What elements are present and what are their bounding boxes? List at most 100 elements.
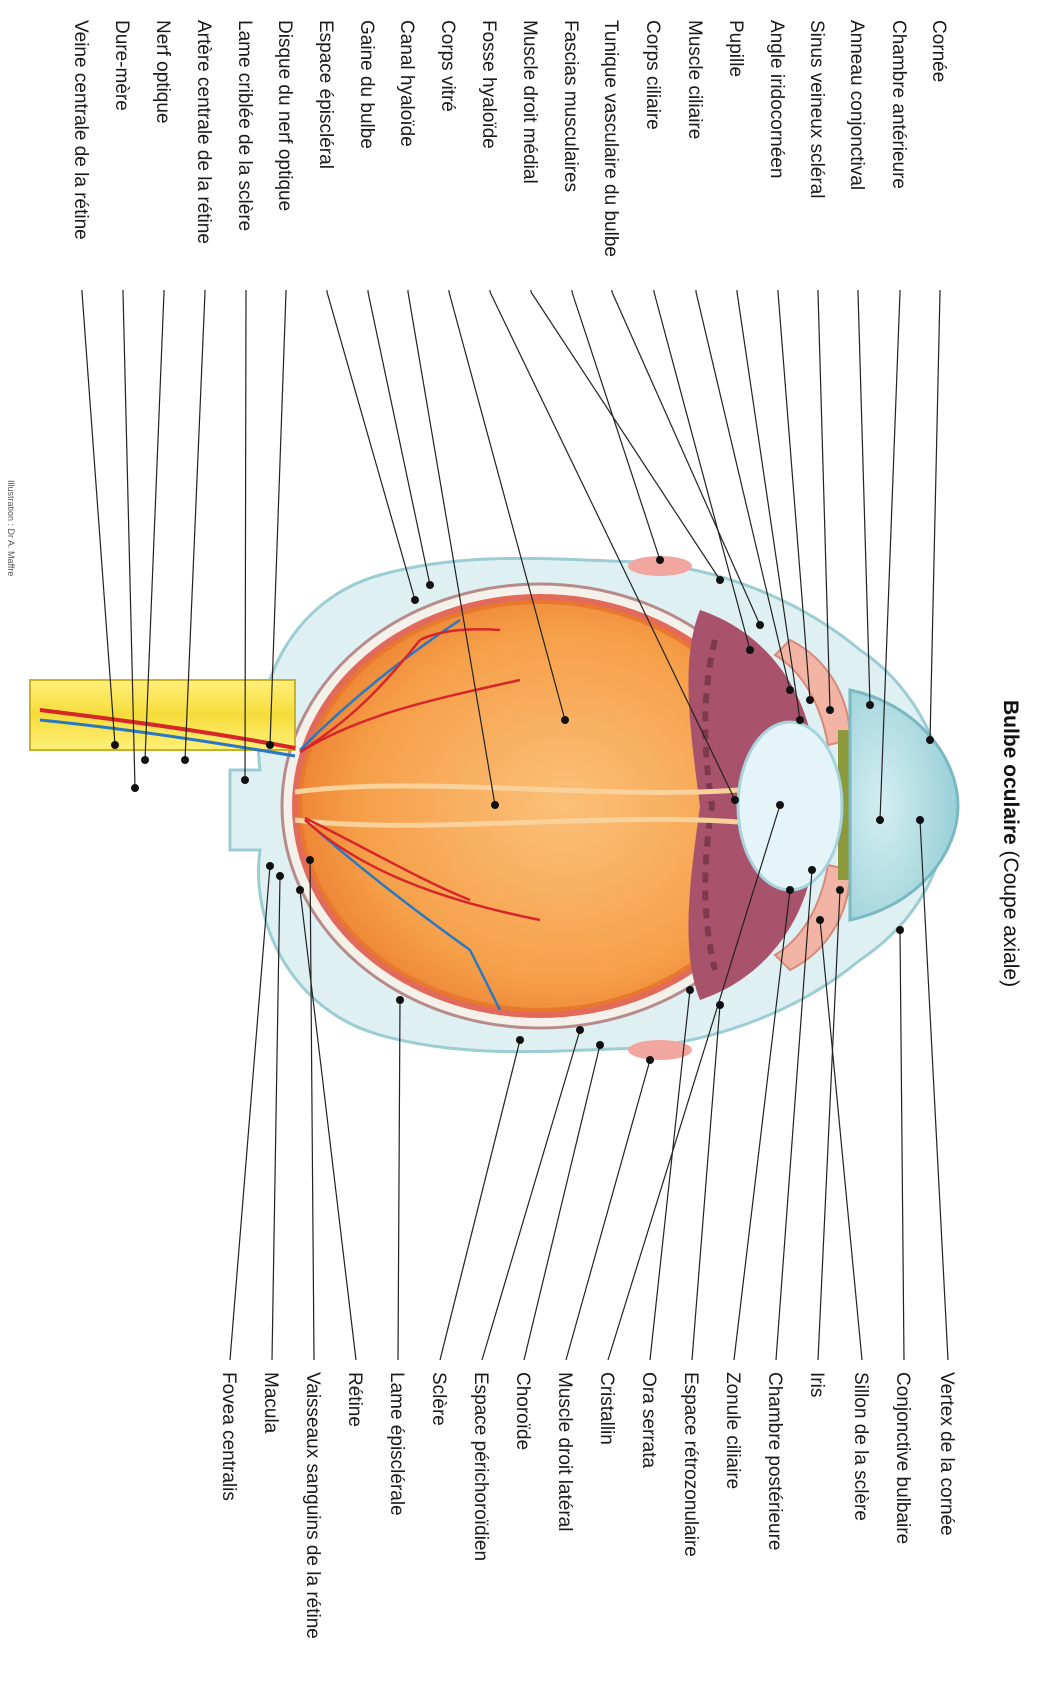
- leader-top-dot-15: [411, 596, 419, 604]
- leader-top-dot-2: [866, 701, 874, 709]
- label-top-5: Pupille: [725, 20, 746, 77]
- label-bottom-4: Chambre postérieure: [764, 1372, 785, 1550]
- label-top-12: Corps vitré: [437, 20, 458, 112]
- label-bottom-13: Lame épisclérale: [386, 1372, 407, 1516]
- lens-shape: [738, 722, 842, 890]
- leader-bottom-dot-12: [516, 1036, 524, 1044]
- label-top-0: Cornée: [928, 20, 949, 82]
- leader-bottom-dot-13: [396, 996, 404, 1004]
- leader-top-dot-1: [876, 816, 884, 824]
- label-bottom-8: Cristallin: [596, 1372, 617, 1445]
- label-top-17: Lame criblée de la sclère: [234, 20, 255, 231]
- label-bottom-12: Sclère: [428, 1372, 449, 1426]
- leader-top-dot-13: [491, 801, 499, 809]
- label-top-20: Dure-mère: [111, 20, 132, 111]
- leader-top-dot-5: [796, 716, 804, 724]
- leader-top-dot-6: [786, 686, 794, 694]
- label-top-19: Nerf optique: [152, 20, 173, 124]
- leader-top-dot-18: [181, 756, 189, 764]
- label-top-10: Muscle droit médial: [519, 20, 540, 184]
- leader-bottom-12: [440, 1040, 520, 1360]
- label-top-16: Disque du nerf optique: [274, 20, 295, 211]
- leader-bottom-1: [900, 930, 904, 1360]
- label-bottom-6: Espace rétrozonulaire: [680, 1372, 701, 1557]
- leader-top-dot-17: [241, 776, 249, 784]
- illustration-credit: Illustration : Dr A. Maffre: [6, 480, 16, 576]
- label-bottom-0: Vertex de la cornée: [936, 1372, 957, 1536]
- title-bold: Bulbe oculaire: [999, 700, 1022, 845]
- leader-bottom-dot-6: [716, 1001, 724, 1009]
- leader-bottom-2: [820, 920, 862, 1360]
- leader-bottom-dot-16: [276, 872, 284, 880]
- leader-top-dot-19: [141, 756, 149, 764]
- label-bottom-16: Macula: [260, 1372, 281, 1434]
- label-bottom-17: Fovea centralis: [218, 1372, 239, 1501]
- leader-top-dot-9: [656, 556, 664, 564]
- leader-top-dot-7: [746, 646, 754, 654]
- label-bottom-10: Choroïde: [512, 1372, 533, 1450]
- diagram-title: Bulbe oculaire (Coupe axiale): [999, 700, 1022, 987]
- labels-bottom: Vertex de la cornée Conjonctive bulbaire S…: [218, 1372, 957, 1639]
- leader-bottom-dot-2: [816, 916, 824, 924]
- leader-top-dot-14: [426, 581, 434, 589]
- leader-top-dot-12: [561, 716, 569, 724]
- label-top-14: Gaine du bulbe: [356, 20, 377, 149]
- leader-bottom-6: [692, 1005, 720, 1360]
- label-bottom-9: Muscle droit latéral: [554, 1372, 575, 1531]
- leader-bottom-dot-8: [776, 801, 784, 809]
- label-top-6: Muscle ciliaire: [684, 20, 705, 139]
- label-top-18: Artère centrale de la rétine: [193, 20, 214, 244]
- label-bottom-14: Rétine: [344, 1372, 365, 1427]
- leader-top-21: [82, 292, 115, 745]
- leader-top-9: [572, 292, 660, 560]
- leader-top-dot-0: [926, 736, 934, 744]
- leader-top-dot-20: [131, 784, 139, 792]
- leader-bottom-0: [920, 820, 948, 1360]
- leader-bottom-dot-5: [786, 886, 794, 894]
- label-top-7: Corps ciliaire: [642, 20, 663, 130]
- leader-top-2: [858, 292, 870, 705]
- leader-top-0: [930, 292, 940, 740]
- leader-top-dot-4: [806, 696, 814, 704]
- label-bottom-15: Vaisseaux sanguins de la rétine: [302, 1372, 323, 1639]
- label-top-13: Canal hyaloïde: [396, 20, 417, 147]
- label-bottom-1: Conjonctive bulbaire: [892, 1372, 913, 1544]
- label-top-8: Tunique vasculaire du bulbe: [600, 20, 621, 257]
- leader-top-dot-8: [756, 621, 764, 629]
- leader-bottom-17: [230, 866, 270, 1360]
- leader-bottom-dot-4: [808, 866, 816, 874]
- leader-bottom-dot-1: [896, 926, 904, 934]
- leader-bottom-dot-0: [916, 816, 924, 824]
- cornea-shape: [850, 690, 958, 920]
- leader-bottom-11: [482, 1030, 580, 1360]
- label-top-21: Veine centrale de la rétine: [70, 20, 91, 240]
- leader-top-dot-3: [826, 706, 834, 714]
- leader-bottom-13: [398, 1000, 400, 1360]
- leader-bottom-dot-14: [296, 886, 304, 894]
- leader-top-dot-10: [716, 576, 724, 584]
- label-bottom-7: Ora serrata: [638, 1372, 659, 1469]
- label-top-1: Chambre antérieure: [888, 20, 909, 189]
- leader-bottom-dot-15: [306, 856, 314, 864]
- label-top-11: Fosse hyaloïde: [478, 20, 499, 149]
- leader-bottom-dot-17: [266, 862, 274, 870]
- leader-bottom-dot-3: [836, 886, 844, 894]
- leader-bottom-dot-11: [576, 1026, 584, 1034]
- leader-top-dot-21: [111, 741, 119, 749]
- label-top-15: Espace épiscléral: [315, 20, 336, 169]
- leader-top-14: [368, 292, 430, 585]
- leader-top-dot-11: [731, 796, 739, 804]
- leader-top-15: [327, 292, 415, 600]
- label-bottom-11: Espace périchoroïdien: [470, 1372, 491, 1561]
- label-top-4: Angle iridocornéen: [766, 20, 787, 178]
- leader-bottom-dot-9: [646, 1056, 654, 1064]
- label-bottom-2: Sillon de la sclère: [850, 1372, 871, 1521]
- label-top-9: Fascias musculaires: [560, 20, 581, 192]
- label-bottom-5: Zonule ciliaire: [722, 1372, 743, 1489]
- label-top-3: Sinus veineux scléral: [806, 20, 827, 198]
- leader-top-dot-16: [266, 741, 274, 749]
- leader-bottom-9: [566, 1060, 650, 1360]
- label-bottom-3: Iris: [806, 1372, 827, 1397]
